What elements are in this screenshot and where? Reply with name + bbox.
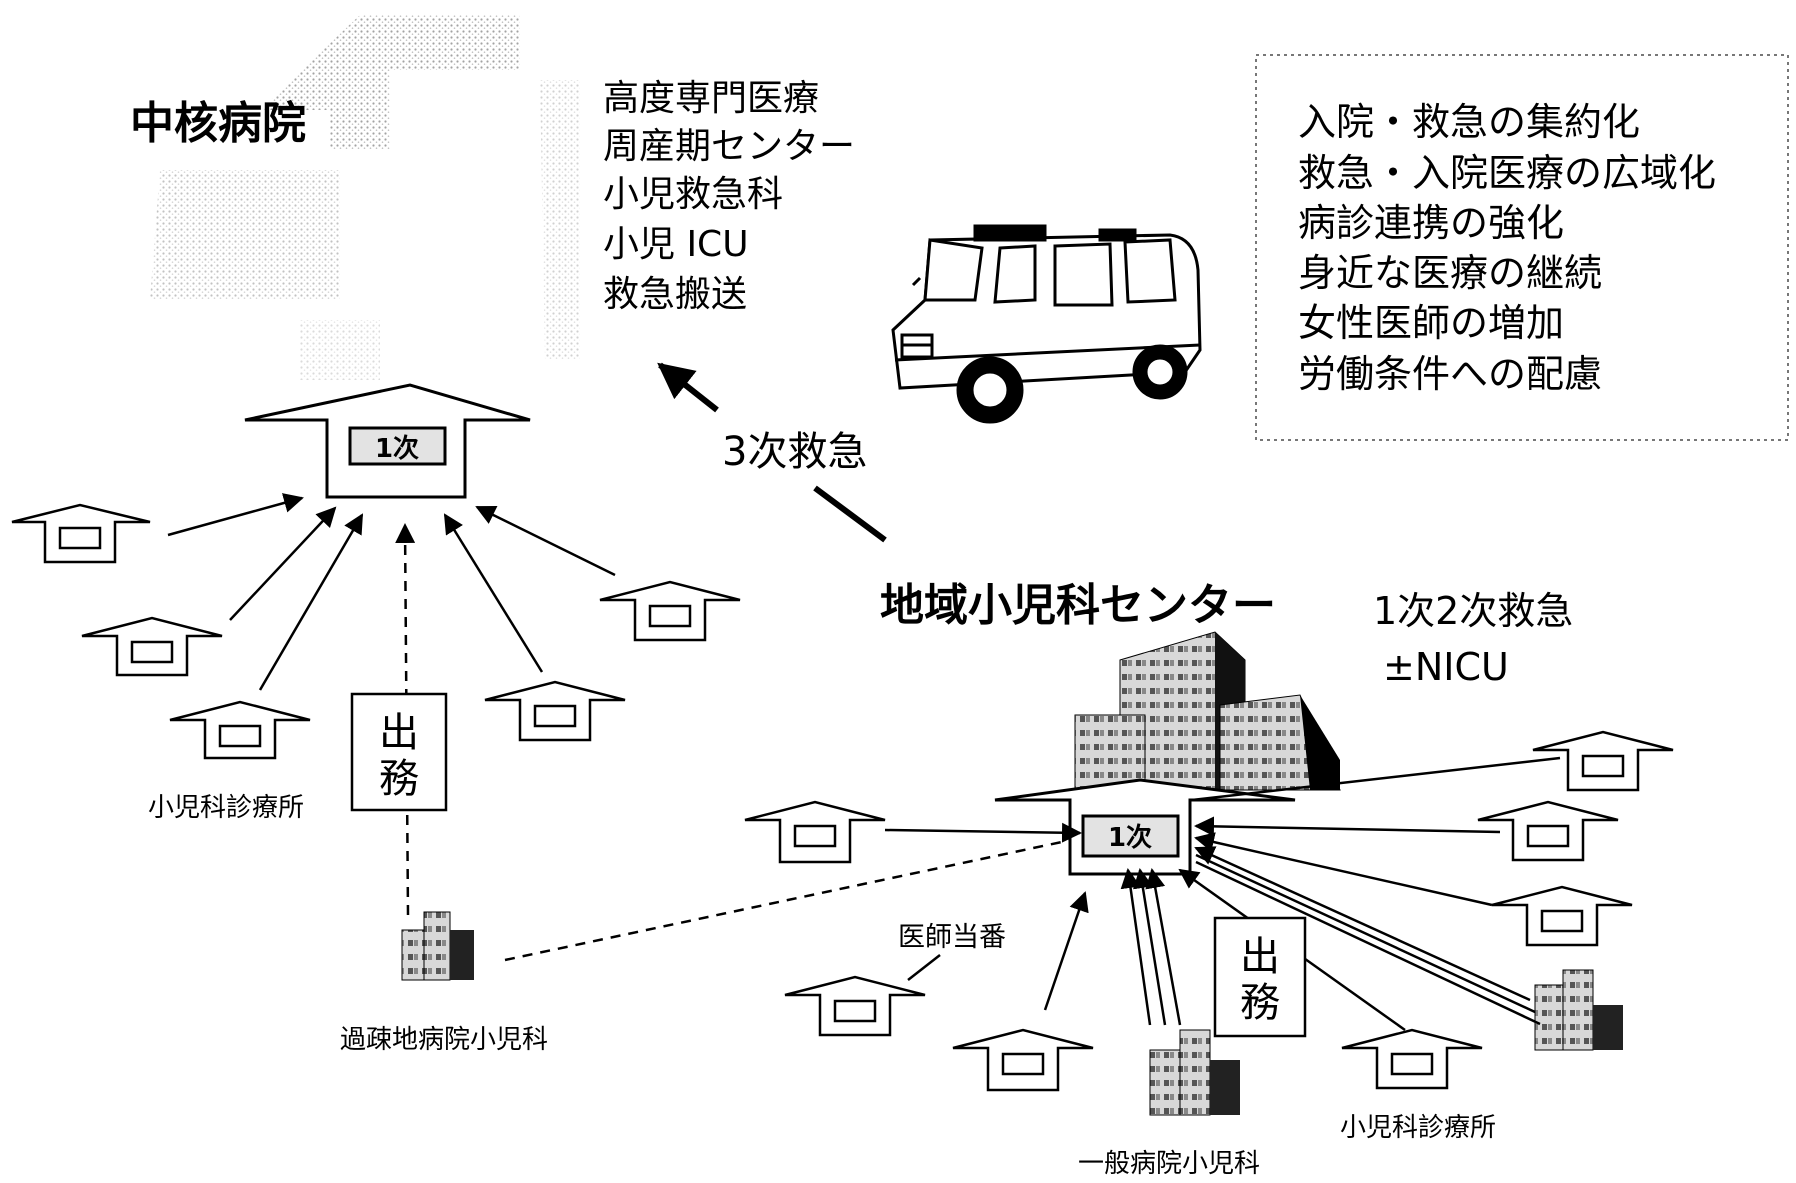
regional-referral-arrows: [884, 756, 1561, 1032]
clinic-icon: [599, 580, 741, 642]
tertiary-transfer-arrow-tail: [813, 485, 887, 543]
clinic-icon: [1491, 885, 1633, 947]
clinic-icon: [1341, 1028, 1483, 1090]
regional-primary-label: 1次: [1108, 823, 1152, 853]
regional-clinic-label: 小児科診療所: [1340, 1113, 1496, 1143]
general-hospital-label: 一般病院小児科: [1078, 1149, 1260, 1179]
clinic-icon: [484, 680, 626, 742]
regional-center-title: 地域小児科センター: [880, 580, 1276, 631]
hub-referral-arrows: [167, 493, 616, 916]
hub-service-item: 高度専門医療: [603, 78, 819, 119]
clinic-icon: [169, 700, 311, 760]
hub-services-list: 高度専門医療 周産期センター 小児救急科 小児 ICU 救急搬送: [603, 78, 855, 315]
policy-item: 労働条件への配慮: [1298, 352, 1602, 396]
rural-dispatch-link: [504, 829, 1092, 962]
hub-hospital-image: [150, 15, 580, 380]
regional-dispatch-box: [1213, 916, 1307, 1038]
regional-center-building: [1074, 631, 1341, 791]
policy-item: 身近な医療の継続: [1298, 251, 1602, 295]
clinic-icon: [952, 1028, 1094, 1092]
policy-item: 女性医師の増加: [1298, 301, 1564, 345]
general-hospital-icon: [1534, 969, 1623, 1051]
regional-primary-unit: [994, 778, 1296, 876]
regional-emergency-label: ±NICU: [1383, 645, 1509, 689]
clinic-icon: [1477, 800, 1619, 862]
hub-hospital-title: 中核病院: [130, 98, 306, 149]
general-hospital-icon: [1149, 1029, 1240, 1116]
hub-dispatch-label: 務: [379, 756, 419, 802]
policies-list: 入院・救急の集約化 救急・入院医療の広域化 病診連携の強化 身近な医療の継続 女…: [1298, 100, 1716, 396]
clinic-icon: [11, 503, 151, 564]
hub-dispatch-box: [350, 692, 448, 812]
hub-service-item: 救急搬送: [603, 274, 747, 315]
ambulance-image: [891, 224, 1202, 424]
policy-item: 入院・救急の集約化: [1298, 100, 1640, 144]
clinic-icon: [784, 975, 926, 1037]
regional-dispatch-label: 出: [1240, 934, 1280, 980]
policies-box: [1255, 54, 1789, 441]
hub-service-item: 小児 ICU: [603, 224, 749, 265]
clinic-icon: [744, 800, 886, 864]
hub-clinic-label: 小児科診療所: [148, 793, 304, 823]
tertiary-transfer-arrow-head: [657, 362, 719, 413]
rural-hospital-label: 過疎地病院小児科: [340, 1025, 548, 1055]
hub-dispatch-label: 出: [379, 710, 419, 756]
rural-hospital-icon: [401, 911, 474, 981]
regional-emergency-label: 1次2次救急: [1373, 589, 1573, 633]
hub-clinics: [11, 503, 741, 760]
hub-primary-label: 1次: [375, 434, 419, 464]
clinic-icon: [1532, 730, 1674, 792]
regional-clinics: [744, 730, 1674, 1092]
hub-service-item: 小児救急科: [603, 174, 783, 215]
tertiary-emergency-label: 3次救急: [722, 429, 867, 475]
policy-item: 救急・入院医療の広域化: [1298, 151, 1716, 195]
policy-item: 病診連携の強化: [1298, 201, 1564, 245]
regional-dispatch-label: 務: [1240, 980, 1280, 1026]
hub-service-item: 周産期センター: [603, 126, 855, 167]
hub-primary-unit: [244, 383, 531, 499]
clinic-icon: [81, 616, 223, 677]
doctor-duty-label: 医師当番: [898, 922, 1006, 953]
